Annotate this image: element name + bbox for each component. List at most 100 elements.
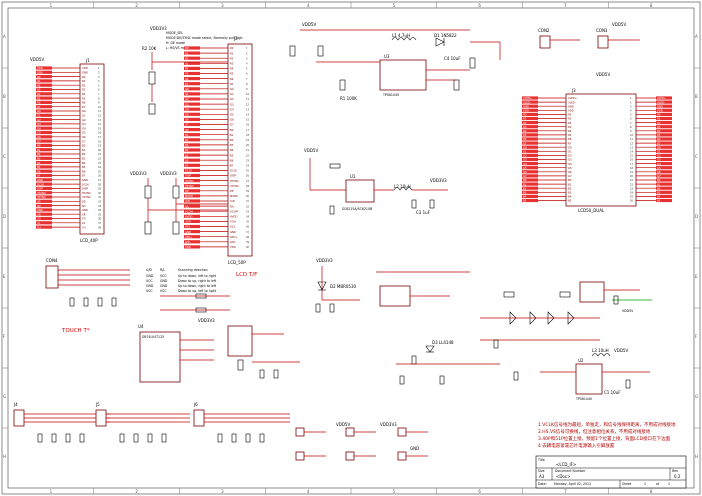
net-flag bbox=[522, 153, 538, 157]
net-label: R7 bbox=[657, 141, 661, 145]
l3-inductor bbox=[591, 353, 611, 357]
j1-part-label: LCD_40P bbox=[80, 238, 98, 243]
net-label: G2 bbox=[523, 154, 527, 158]
pin-number: 18 bbox=[246, 134, 250, 137]
pin-name: R3 bbox=[568, 125, 572, 129]
test-points: VDD5V VDD3V3 GND bbox=[295, 422, 428, 461]
u2-body bbox=[575, 363, 603, 395]
u3-part: TPS61045 bbox=[382, 93, 399, 97]
pin-number: 1 bbox=[246, 47, 248, 50]
pin-number: 5 bbox=[630, 114, 632, 117]
r2-label-mode: R2 10K bbox=[142, 46, 157, 51]
pin-number: 20 bbox=[630, 175, 634, 178]
pin-name: B2 bbox=[568, 186, 572, 190]
net-label: B3 bbox=[523, 191, 527, 195]
net-flag bbox=[656, 129, 672, 133]
net-label: R0 bbox=[657, 113, 661, 117]
frame-col-label: 6 bbox=[478, 3, 481, 8]
pin-name: G4 bbox=[82, 126, 86, 130]
net-label: VSYNC bbox=[37, 195, 46, 199]
frame-row-label: F bbox=[695, 334, 698, 339]
net-label: G0 bbox=[185, 87, 189, 91]
net-label: B4 bbox=[657, 195, 661, 199]
net-label: R2 bbox=[657, 121, 661, 125]
pin-name: B2 bbox=[230, 138, 234, 142]
net-label: G5 bbox=[523, 166, 527, 170]
pin-name: MODE bbox=[230, 194, 238, 198]
net-flag bbox=[184, 128, 200, 132]
pin-number: 34 bbox=[246, 216, 250, 219]
pin-name: VLED+ bbox=[568, 96, 577, 100]
net-flag bbox=[656, 112, 672, 116]
j5-refdes: J5 bbox=[95, 402, 100, 407]
net-label: G0 bbox=[523, 145, 527, 149]
pin-name: R6 bbox=[568, 137, 572, 141]
pin-name: GND bbox=[230, 230, 236, 234]
net-flag bbox=[36, 126, 52, 130]
pin-number: 3 bbox=[98, 76, 100, 79]
net-flag bbox=[36, 113, 52, 117]
pin-number: 18 bbox=[98, 140, 102, 143]
vdd3v3-label-ud: VDD3V3 bbox=[130, 171, 147, 176]
net-label: G0 bbox=[37, 109, 41, 113]
vdd3v3-label-d2: VDD3V3 bbox=[316, 258, 333, 263]
net-flag bbox=[184, 56, 200, 60]
vdd3v3-label-tp: VDD3V3 bbox=[380, 422, 397, 427]
scan-cell: Up to down, left to right bbox=[178, 274, 217, 278]
pin-name: B0 bbox=[568, 178, 572, 182]
pin-name: DE bbox=[82, 200, 86, 204]
pin-name: R6 bbox=[230, 77, 234, 81]
net-flag bbox=[656, 149, 672, 153]
pin-name: R6 bbox=[82, 101, 86, 105]
docnum-label: Document Number bbox=[555, 469, 586, 473]
d1-label: D1 1N5822 bbox=[434, 33, 457, 38]
note-2: 2.HS,VS信号可换线，但注意相位关系，不用成对线接地 bbox=[538, 428, 651, 435]
pin-number: 30 bbox=[246, 195, 250, 198]
net-flag bbox=[184, 199, 200, 203]
net-flag bbox=[36, 169, 52, 173]
pin-name: XR bbox=[82, 212, 86, 216]
net-label: B0 bbox=[185, 128, 189, 132]
pin-number: 15 bbox=[630, 155, 634, 158]
net-label: B0 bbox=[523, 178, 527, 182]
pin-number: 2 bbox=[246, 52, 248, 55]
vdd5v-label-j3: VDD5V bbox=[596, 72, 610, 77]
frame-row-label: C bbox=[3, 154, 6, 159]
backlight-connectors: CON2 CON3 VDD5V bbox=[538, 22, 640, 49]
u3-refdes: U3 bbox=[384, 54, 390, 59]
net-flag bbox=[184, 168, 200, 172]
pin-name: B6 bbox=[82, 169, 86, 173]
net-flag bbox=[36, 216, 52, 221]
scan-header-rl: R/L bbox=[160, 268, 165, 272]
l1-inductor bbox=[391, 37, 417, 41]
net-label: G4 bbox=[37, 126, 41, 130]
con3-refdes: CON3 bbox=[596, 28, 608, 33]
net-label: G5 bbox=[185, 113, 189, 117]
net-flag bbox=[36, 148, 52, 152]
net-flag bbox=[184, 51, 200, 55]
net-label: G7 bbox=[37, 139, 41, 143]
net-flag bbox=[36, 182, 52, 186]
net-label: B4 bbox=[185, 148, 189, 152]
net-flag bbox=[184, 240, 200, 244]
net-flag bbox=[36, 87, 52, 92]
net-label: R0 bbox=[37, 75, 41, 79]
net-label: NC bbox=[37, 204, 41, 208]
net-label: DISP bbox=[37, 187, 43, 191]
pin-number: 29 bbox=[98, 188, 102, 191]
pin-name: VLED- bbox=[568, 100, 576, 104]
pin-name: R1 bbox=[82, 79, 86, 83]
pin-number: 24 bbox=[630, 192, 634, 195]
pin-name: G2 bbox=[568, 154, 572, 158]
pin-number: 24 bbox=[246, 165, 250, 168]
pin-name: R5 bbox=[82, 96, 86, 100]
net-flag bbox=[522, 186, 538, 190]
pin-number: 32 bbox=[98, 201, 102, 204]
net-label: DCLK bbox=[37, 182, 44, 186]
net-label: R7 bbox=[523, 141, 527, 145]
pin-name: G6 bbox=[82, 135, 86, 139]
charge-pump-circuit: VDD5V D3 LL4148 U2 TPS61040 L3 10uH VDD5… bbox=[376, 271, 652, 401]
pin-number: 25 bbox=[98, 170, 102, 173]
note-4: 4.去耦电容紧靠芯片电源输入引脚放置 bbox=[538, 442, 615, 449]
pin-number: 15 bbox=[246, 119, 250, 122]
